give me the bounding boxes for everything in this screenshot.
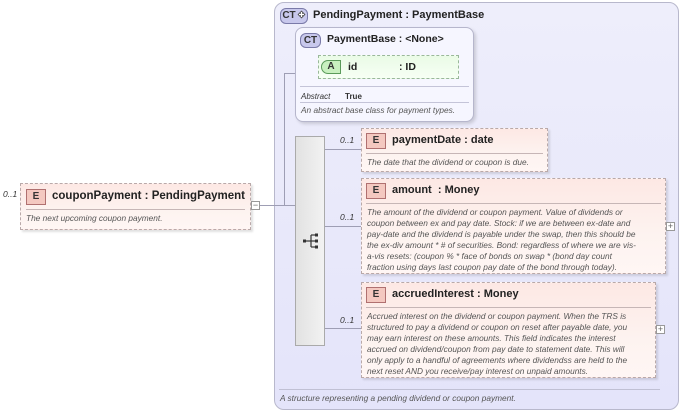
divider xyxy=(279,389,660,390)
connector-line xyxy=(260,205,274,206)
element-name: paymentDate xyxy=(392,134,462,146)
extension-icon xyxy=(297,10,306,19)
element-name: accruedInterest xyxy=(392,288,474,300)
element-amount[interactable]: E amount : Money The amount of the divid… xyxy=(361,178,666,274)
connector-line xyxy=(284,73,295,74)
sequence-icon xyxy=(303,233,318,249)
element-badge: E xyxy=(366,133,386,149)
sequence-compositor[interactable] xyxy=(295,136,325,346)
abstract-value: True xyxy=(345,92,362,101)
element-description: The amount of the dividend or coupon pay… xyxy=(367,207,636,272)
complex-type-name: PendingPayment xyxy=(313,9,403,21)
root-multiplicity: 0..1 xyxy=(3,189,18,199)
element-description: The date that the dividend or coupon is … xyxy=(367,157,529,167)
divider xyxy=(366,153,543,154)
divider xyxy=(300,102,469,103)
element-type: date xyxy=(470,134,494,146)
divider xyxy=(26,209,245,210)
element-type: Money xyxy=(483,288,519,300)
complex-type-title: PendingPayment : PaymentBase xyxy=(313,9,484,21)
separator: : xyxy=(437,184,442,196)
element-title: amount : Money xyxy=(392,184,479,196)
root-element-title: couponPayment : PendingPayment xyxy=(52,190,245,202)
separator: : xyxy=(405,9,409,21)
complex-type-base: PaymentBase xyxy=(412,9,485,21)
base-type-badge: CT xyxy=(300,33,321,48)
child-multiplicity: 0..1 xyxy=(340,315,355,325)
element-description: Accrued interest on the dividend or coup… xyxy=(367,311,628,376)
base-type-base: <None> xyxy=(405,33,444,45)
attribute-badge: A xyxy=(321,60,341,74)
base-type-card: CT PaymentBase : <None> A id : ID Abstra… xyxy=(295,27,474,122)
connector-line xyxy=(284,73,285,205)
root-element-box[interactable]: E couponPayment : PendingPayment The nex… xyxy=(20,183,251,230)
element-type: Money xyxy=(444,184,480,196)
base-type-description: An abstract base class for payment types… xyxy=(301,105,456,115)
child-multiplicity: 0..1 xyxy=(340,212,355,222)
expand-button[interactable]: + xyxy=(666,221,675,231)
collapse-button[interactable]: − xyxy=(251,200,260,210)
attribute-type-label: : ID xyxy=(399,61,416,73)
connector-line xyxy=(274,205,295,206)
expand-button[interactable]: + xyxy=(656,324,665,334)
element-title: paymentDate : date xyxy=(392,134,494,146)
connector-line xyxy=(325,328,361,329)
abstract-label: Abstract xyxy=(301,92,331,101)
separator: : xyxy=(477,288,481,300)
separator: : xyxy=(398,33,403,45)
attribute-box[interactable]: A id : ID xyxy=(318,55,459,79)
attribute-type: ID xyxy=(405,61,416,73)
child-multiplicity: 0..1 xyxy=(340,135,355,145)
element-accruedinterest[interactable]: E accruedInterest : Money Accrued intere… xyxy=(361,282,656,378)
divider xyxy=(366,203,661,204)
connector-line xyxy=(325,149,361,150)
element-paymentdate[interactable]: E paymentDate : date The date that the d… xyxy=(361,128,548,172)
element-badge: E xyxy=(26,189,46,205)
attribute-name: id xyxy=(348,61,358,73)
element-badge: E xyxy=(366,287,386,303)
root-element-description: The next upcoming coupon payment. xyxy=(26,213,163,223)
connector-line xyxy=(325,226,361,227)
element-name: amount xyxy=(392,184,432,196)
separator: : xyxy=(399,61,403,73)
separator: : xyxy=(464,134,468,146)
base-type-title: PaymentBase : <None> xyxy=(327,33,444,45)
base-type-name: PaymentBase xyxy=(327,33,396,45)
separator: : xyxy=(144,190,149,202)
element-badge: E xyxy=(366,183,386,199)
divider xyxy=(366,307,651,308)
divider xyxy=(300,86,469,87)
element-title: accruedInterest : Money xyxy=(392,288,519,300)
root-element-name: couponPayment xyxy=(52,190,142,202)
root-element-type: PendingPayment xyxy=(151,190,246,202)
complex-type-description: A structure representing a pending divid… xyxy=(280,393,516,403)
complex-type-badge: CT xyxy=(280,8,308,24)
